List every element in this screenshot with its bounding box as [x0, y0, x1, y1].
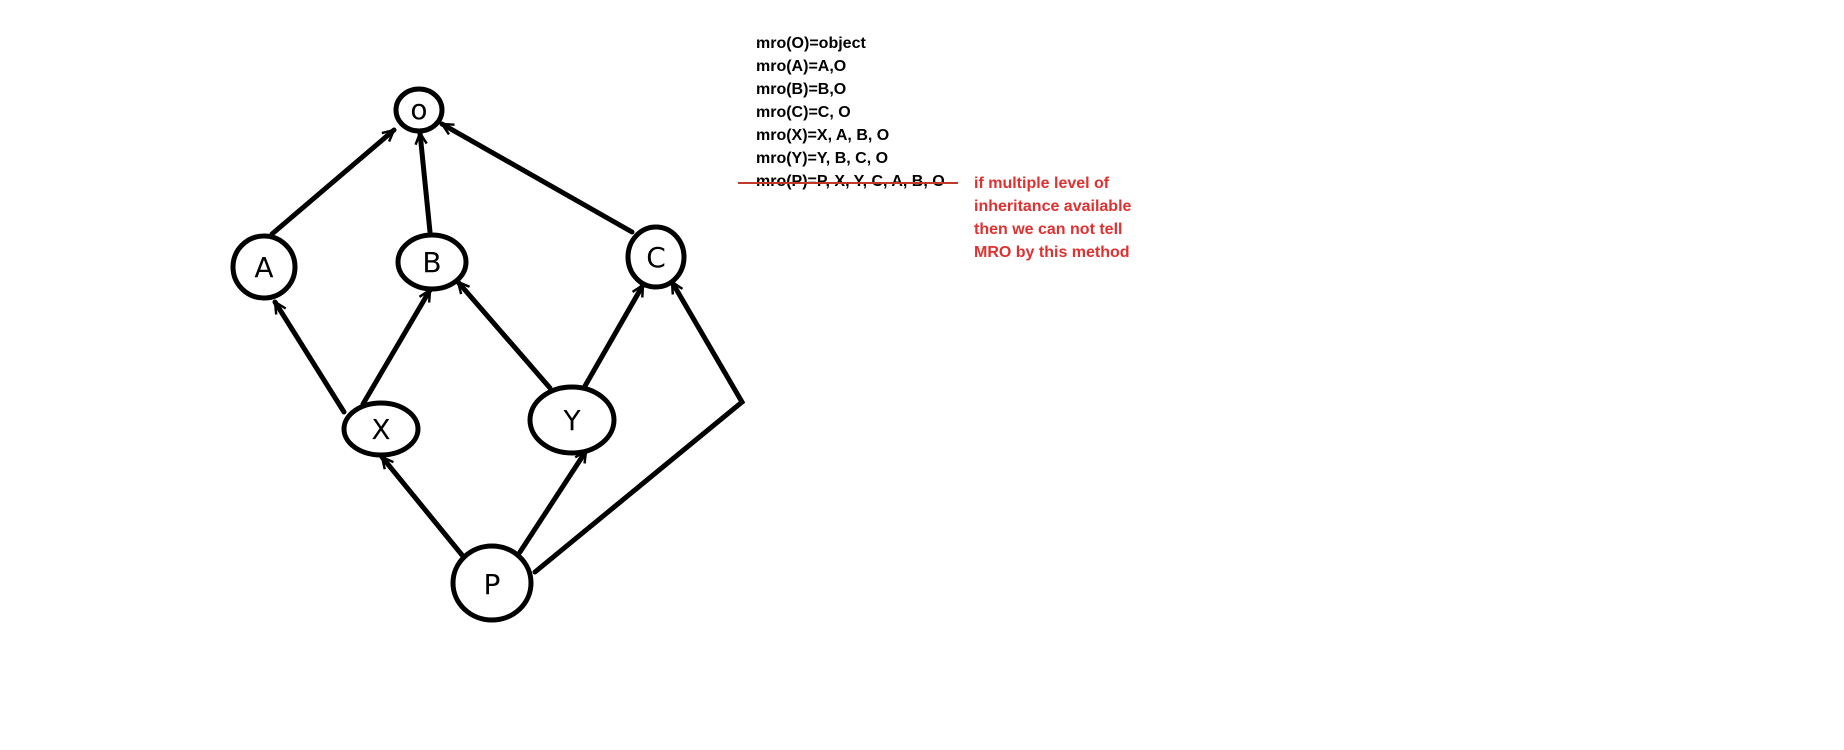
nodes: o A B C X Y P: [230, 86, 687, 623]
edges: [269, 121, 746, 575]
node-label-C: C: [646, 241, 666, 274]
warning-note: if multiple level of inheritance availab…: [974, 172, 1174, 264]
node-C: C: [625, 224, 687, 290]
edge-P-X: [379, 454, 465, 558]
edge-P-C: [532, 279, 746, 575]
mro-line-B: mro(B)=B,O: [756, 81, 847, 98]
node-Y: Y: [527, 384, 617, 456]
node-label-P: P: [484, 568, 501, 601]
node-label-Y: Y: [562, 404, 581, 437]
node-label-A: A: [254, 251, 273, 284]
node-label-o: o: [410, 93, 427, 126]
edge-P-Y: [517, 448, 589, 555]
note-line: if multiple level of: [974, 175, 1110, 192]
node-o: o: [393, 86, 445, 134]
mro-line-A: mro(A)=A,O: [756, 58, 847, 75]
note-line: inheritance available: [974, 198, 1132, 215]
node-X: X: [341, 400, 421, 458]
node-B: B: [395, 232, 469, 292]
mro-list: mro(O)=object mro(A)=A,O mro(B)=B,O mro(…: [756, 32, 945, 193]
strikethrough-line: [738, 182, 958, 184]
edge-B-O: [420, 130, 433, 235]
mro-line-X: mro(X)=X, A, B, O: [756, 127, 890, 144]
mro-line-C: mro(C)=C, O: [756, 104, 851, 121]
mro-line-P: mro(P)=P, X, Y, C, A, B, O: [756, 170, 945, 193]
node-label-X: X: [371, 413, 390, 446]
note-line: MRO by this method: [974, 244, 1130, 261]
edge-X-B: [360, 287, 433, 407]
node-label-B: B: [422, 246, 441, 279]
edge-C-O: [439, 121, 635, 235]
note-line: then we can not tell: [974, 221, 1123, 238]
edge-X-A: [272, 299, 347, 415]
mro-line-Y: mro(Y)=Y, B, C, O: [756, 150, 889, 167]
node-P: P: [450, 543, 534, 623]
edge-Y-B: [455, 279, 553, 391]
node-A: A: [230, 233, 298, 301]
edge-Y-C: [582, 282, 646, 389]
mro-line-O: mro(O)=object: [756, 35, 866, 52]
edge-A-O: [269, 127, 397, 237]
